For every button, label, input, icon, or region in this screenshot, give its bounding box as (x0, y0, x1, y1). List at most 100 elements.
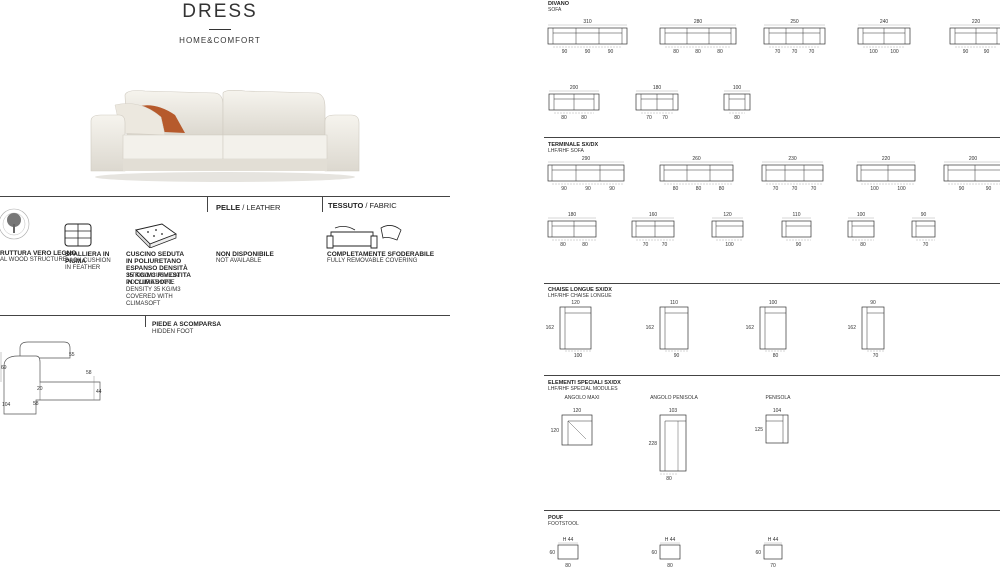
divider-terminale (544, 137, 1000, 138)
divano-module-3-seat-1: 100 (890, 49, 899, 55)
special-depth-0: 120 (551, 428, 560, 434)
fabric-sub: FULLY REMOVABLE COVERING (327, 258, 418, 264)
term-module-1: 260 80 80 80 (659, 156, 734, 192)
divano-module-1-seat-1: 80 (695, 49, 701, 55)
chaise-seat-3: 70 (873, 353, 879, 359)
term-r2-module-0-seat-0: 80 (560, 242, 566, 248)
special-width-1: 103 (669, 408, 678, 414)
divider-pouf (544, 510, 1000, 511)
special-depth-1: 228 (649, 441, 658, 447)
divano-r2-module-1-width: 180 (653, 85, 662, 91)
divano-module-0-outline (547, 27, 628, 45)
divano-module-1-width: 280 (694, 19, 703, 25)
leather-label: NON DISPONIBILE (216, 251, 274, 258)
term-module-4-seat-1: 90 (986, 186, 992, 192)
brand-subtitle: HOME&COMFORT (179, 36, 261, 45)
chaise-depth-1: 162 (646, 325, 655, 331)
term-module-1-seat-1: 80 (696, 186, 702, 192)
term-module-0-seat-0: 90 (561, 186, 567, 192)
term-r2-module-3-outline (781, 220, 812, 238)
divano-module-2-seat-2: 70 (809, 49, 815, 55)
term-r2-module-3-width: 110 (793, 212, 801, 218)
divano-module-4-width: 220 (972, 19, 981, 25)
divano-module-4-seat-0: 90 (963, 49, 969, 55)
chaise-width-2: 100 (769, 300, 778, 306)
chaise-outline-3 (861, 306, 885, 350)
removable-cover-icon (326, 225, 402, 249)
section-terminale: TERMINALE SX/DX LHF/RHF SOFA (548, 142, 599, 154)
special-name-2: PENISOLA (765, 395, 791, 401)
term-r2-module-0-seat-1: 80 (582, 242, 588, 248)
term-module-1-seat-2: 80 (719, 186, 725, 192)
divano-module-4-outline (949, 27, 1000, 45)
special-seat-1: 80 (666, 476, 672, 482)
structure-label: RUTTURA VERO LEGNO (0, 250, 77, 257)
structure-sub: AL WOOD STRUCTURE (0, 257, 67, 263)
foot-sub: HIDDEN FOOT (152, 329, 194, 335)
divider-v3 (145, 315, 146, 327)
divano-module-0-seat-2: 90 (608, 49, 614, 55)
chaise-depth-3: 162 (848, 325, 857, 331)
special-outline-1 (659, 414, 687, 472)
dim-seat-h: 58 (33, 401, 39, 407)
pouf-height-1: H 44 (665, 537, 676, 543)
term-module-0-seat-1: 90 (585, 186, 591, 192)
term-r2-module-5-width: 90 (921, 212, 927, 218)
divider-features-top (0, 196, 450, 197)
section-chaise: CHAISE LONGUE SX/DX LHF/RHF CHAISE LONGU… (548, 287, 612, 299)
divano-r2-module-1-seat-0: 70 (646, 115, 652, 121)
divider-foot-top (0, 315, 450, 316)
chaise-width-0: 120 (571, 300, 580, 306)
divano-module-2-seat-1: 70 (792, 49, 798, 55)
term-module-3-seat-1: 100 (897, 186, 906, 192)
chaise-outline-1 (659, 306, 689, 350)
term-module-2-seat-0: 70 (773, 186, 779, 192)
dim-back-h: 55 (69, 352, 75, 358)
term-module-1-seat-0: 80 (673, 186, 679, 192)
chaise-depth-0: 162 (546, 325, 554, 331)
chaise-depth-2: 162 (746, 325, 755, 331)
term-r2-module-1-width: 160 (649, 212, 658, 218)
divano-r2-module-0-seat-1: 80 (581, 115, 587, 121)
leather-header: PELLE / LEATHER (216, 203, 281, 212)
section-speciali: ELEMENTI SPECIALI SX/DX LHF/RHF SPECIAL … (548, 380, 621, 392)
term-module-3-width: 220 (882, 156, 891, 162)
term-module-4-width: 200 (969, 156, 978, 162)
dim-arm-h: 44 (96, 389, 102, 395)
divider-chaise (544, 283, 1000, 284)
divano-module-0-seat-0: 90 (562, 49, 568, 55)
section-pouf: POUF FOOTSTOOL (548, 515, 579, 527)
pouf-width-2: 70 (770, 563, 776, 569)
special-back-1 (664, 420, 686, 471)
term-r2-module-2-outline (711, 220, 744, 238)
divano-module-3-width: 240 (880, 19, 889, 25)
chaise-seat-1: 90 (674, 353, 680, 359)
tree-icon (0, 208, 30, 240)
term-module-1-width: 260 (692, 156, 701, 162)
pouf-depth-0: 60 (549, 550, 555, 556)
pouf-height-0: H 44 (563, 537, 574, 543)
term-module-4-outline (943, 164, 1000, 182)
term-r2-module-4-width: 100 (857, 212, 866, 218)
term-r2-module-1-seat-1: 70 (662, 242, 668, 248)
pouf-outline-0 (557, 544, 579, 560)
